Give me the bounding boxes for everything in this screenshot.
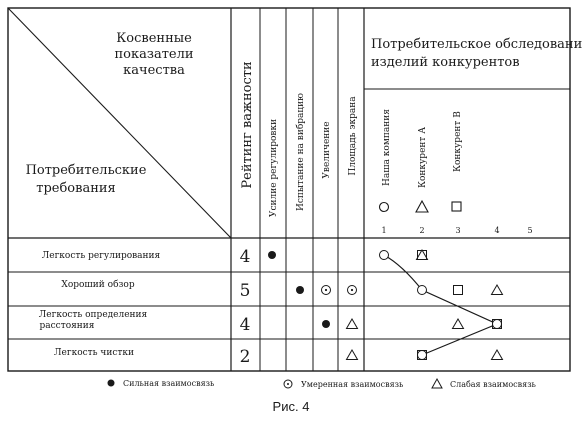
weak-relation-icon [345, 318, 359, 329]
scale-number: 1 [381, 226, 386, 235]
square-mark [417, 250, 427, 260]
legend-strong-label: Сильная взаимосвязь [123, 379, 215, 388]
requirement-distance-ease-line-1: Легкость определения [39, 310, 148, 320]
corner-diagonal [7, 7, 232, 239]
weak-relation-icon [345, 349, 359, 360]
our-company-profile-line [383, 254, 499, 356]
rating-value: 4 [240, 315, 251, 335]
indirect-indicators-line-1: Косвенные [116, 31, 192, 46]
requirement-distance-ease-line-2: расстояния [40, 321, 95, 331]
requirement-cleaning-ease: Легкость чистки [54, 348, 134, 358]
strong-relation-icon [268, 251, 276, 259]
tech-col-magnification: Увеличение [322, 121, 332, 178]
tech-col-screen-area: Площадь экрана [348, 96, 358, 176]
square-mark [453, 285, 463, 295]
survey-title-line-2: изделий конкурентов [371, 55, 520, 70]
survey-title-line-1: Потребительское обследование [371, 37, 582, 52]
legend-weak-label: Слабая взаимосвязь [450, 380, 537, 389]
moderate-relation-icon [321, 285, 331, 295]
strong-relation-icon [296, 286, 304, 294]
strong-relation-icon [107, 379, 115, 387]
moderate-relation-center [287, 383, 289, 385]
consumer-requirements-line-2: требования [36, 181, 115, 196]
scale-number: 2 [419, 226, 424, 235]
moderate-relation-center [324, 288, 328, 292]
requirement-good-view: Хороший обзор [61, 279, 134, 290]
scale-number: 5 [527, 226, 532, 235]
moderate-relation-center [350, 288, 354, 292]
legend: Сильная взаимосвязь Умеренная взаимосвяз… [107, 377, 537, 389]
circle-mark [492, 319, 502, 329]
competitor-square-icon [451, 201, 462, 212]
competitor-circle-icon [378, 201, 390, 213]
triangle-mark [490, 284, 504, 295]
circle-mark [417, 285, 427, 295]
weak-relation-icon [431, 377, 443, 389]
consumer-requirements-line-1: Потребительские [26, 163, 147, 178]
competitor-our-company: Наша компания [382, 109, 392, 186]
scale-number: 4 [494, 226, 499, 235]
indirect-indicators-line-3: качества [123, 63, 185, 78]
rating-value: 5 [240, 281, 251, 301]
tech-col-vibration-test: Испытание на вибрацию [295, 93, 306, 211]
table-frame [7, 7, 571, 372]
triangle-mark [490, 349, 504, 360]
indirect-indicators-line-2: показатели [114, 47, 193, 62]
relation-matrix [268, 251, 359, 360]
competitor-a: Конкурент А [418, 127, 428, 188]
triangle-mark [415, 249, 429, 260]
importance-rating-header: Рейтинг важности [240, 61, 255, 188]
strong-relation-icon [322, 320, 330, 328]
moderate-relation-icon [283, 379, 293, 389]
competitor-triangle-icon [415, 199, 429, 213]
circle-mark [417, 350, 427, 360]
scale-number: 3 [455, 226, 460, 235]
moderate-relation-icon [347, 285, 357, 295]
circle-mark [379, 250, 389, 260]
figure-caption: Рис. 4 [272, 399, 310, 414]
triangle-mark [451, 318, 465, 329]
requirement-adjustment-ease: Легкость регулирования [42, 251, 161, 261]
rating-value: 2 [240, 347, 251, 367]
competitor-b: Конкурент В [453, 111, 463, 172]
competitor-evaluation-plot [379, 249, 504, 360]
rating-value: 4 [240, 247, 251, 267]
legend-moderate-label: Умеренная взаимосвязь [301, 380, 404, 389]
tech-col-adjustment-force: Усилие регулировки [269, 119, 279, 217]
